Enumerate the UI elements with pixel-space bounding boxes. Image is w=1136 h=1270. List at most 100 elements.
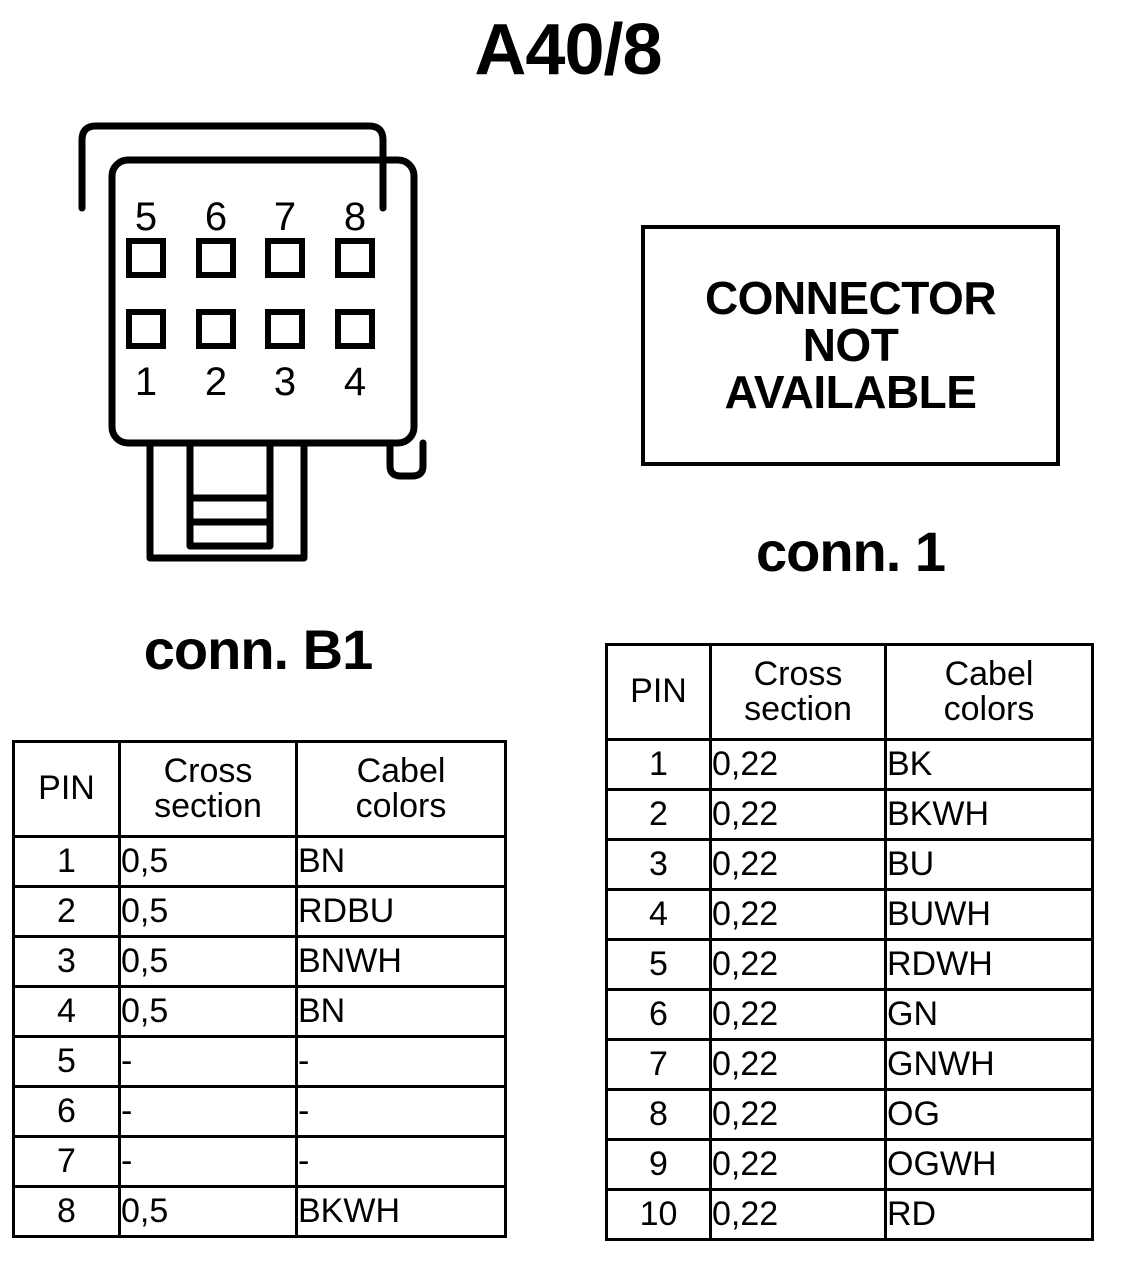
table-header-row: PIN Cross section Cabel colors <box>605 643 1094 741</box>
pin-number-6: 6 <box>205 195 227 239</box>
header-cross-section: Cross section <box>118 740 298 838</box>
cell-cabel-color: BKWH <box>884 788 1094 841</box>
cell-pin: 3 <box>605 838 712 891</box>
cell-cabel-color: BUWH <box>884 888 1094 941</box>
pin-number-5: 5 <box>135 195 157 239</box>
cell-cabel-color: OGWH <box>884 1138 1094 1191</box>
connector-not-available-box: CONNECTOR NOT AVAILABLE <box>641 225 1060 466</box>
conn-b1-label: conn. B1 <box>143 618 373 681</box>
cell-cabel-color: BNWH <box>295 935 507 988</box>
cell-cross-section: 0,5 <box>118 885 298 938</box>
cell-cabel-color: - <box>295 1085 507 1138</box>
cell-cabel-color: GNWH <box>884 1038 1094 1091</box>
cell-pin: 4 <box>605 888 712 941</box>
cell-pin: 3 <box>12 935 121 988</box>
header-cabel-colors: Cabel colors <box>295 740 507 838</box>
pin-number-7: 7 <box>274 195 296 239</box>
na-line-2: NOT <box>802 319 899 372</box>
cell-pin: 7 <box>605 1038 712 1091</box>
cell-cabel-color: BKWH <box>295 1185 507 1238</box>
header-cross-line2: section <box>154 787 262 825</box>
header-cabel-colors: Cabel colors <box>884 643 1094 741</box>
cell-cabel-color: BN <box>295 835 507 888</box>
cell-cross-section: 0,22 <box>709 1188 887 1241</box>
na-line-3: AVAILABLE <box>724 365 977 418</box>
pin-square-7 <box>265 238 305 278</box>
pin-number-3: 3 <box>274 360 296 404</box>
pin-number-8: 8 <box>344 195 366 239</box>
connector-body <box>108 156 418 447</box>
conn-1-label: conn. 1 <box>755 520 946 583</box>
cell-pin: 5 <box>605 938 712 991</box>
header-cross-line1: Cross <box>753 654 843 693</box>
cell-cabel-color: BN <box>295 985 507 1038</box>
pin-square-8 <box>335 238 375 278</box>
pin-square-6 <box>196 238 236 278</box>
cell-pin: 8 <box>12 1185 121 1238</box>
cell-cross-section: 0,22 <box>709 738 887 791</box>
cell-pin: 1 <box>605 738 712 791</box>
cell-cross-section: 0,22 <box>709 838 887 891</box>
table-row: 6-- <box>12 1085 507 1138</box>
cell-cabel-color: BK <box>884 738 1094 791</box>
header-cabel-line2: colors <box>355 787 447 825</box>
cell-pin: 8 <box>605 1088 712 1141</box>
pin-square-3 <box>265 309 305 349</box>
cell-cross-section: 0,22 <box>709 788 887 841</box>
cell-cross-section: 0,5 <box>118 835 298 888</box>
cell-pin: 5 <box>12 1035 121 1088</box>
cell-cross-section: - <box>118 1085 298 1138</box>
connector-svg: 5 6 7 8 1 2 3 4 <box>78 122 427 562</box>
table-row: 7-- <box>12 1135 507 1188</box>
header-cross-section: Cross section <box>709 643 887 741</box>
table-header-row: PIN Cross section Cabel colors <box>12 740 507 838</box>
cell-cabel-color: RDBU <box>295 885 507 938</box>
table-row: 5-- <box>12 1035 507 1088</box>
cell-pin: 10 <box>605 1188 712 1241</box>
cell-cross-section: - <box>118 1035 298 1088</box>
cell-cross-section: - <box>118 1135 298 1188</box>
connector-rear-shell <box>78 122 387 212</box>
pin-square-4 <box>335 309 375 349</box>
cell-cross-section: 0,5 <box>118 985 298 1038</box>
connector-drawing: 5 6 7 8 1 2 3 4 <box>60 118 460 598</box>
cell-cabel-color: - <box>295 1135 507 1188</box>
cell-cabel-color: GN <box>884 988 1094 1041</box>
cell-cabel-color: RDWH <box>884 938 1094 991</box>
cell-pin: 2 <box>12 885 121 938</box>
cell-cross-section: 0,22 <box>709 988 887 1041</box>
cell-cross-section: 0,22 <box>709 1088 887 1141</box>
pin-square-2 <box>196 309 236 349</box>
cell-cabel-color: - <box>295 1035 507 1088</box>
cell-pin: 1 <box>12 835 121 888</box>
cell-pin: 4 <box>12 985 121 1038</box>
pin-number-4: 4 <box>344 360 366 404</box>
header-pin: PIN <box>12 740 121 838</box>
cell-cross-section: 0,22 <box>709 938 887 991</box>
cell-cross-section: 0,5 <box>118 935 298 988</box>
cell-pin: 6 <box>12 1085 121 1138</box>
header-cabel-line1: Cabel <box>944 654 1034 693</box>
cell-cabel-color: BU <box>884 838 1094 891</box>
page-title: A40/8 <box>474 10 662 90</box>
header-pin: PIN <box>605 643 712 741</box>
cell-cross-section: 0,22 <box>709 1138 887 1191</box>
pin-number-2: 2 <box>205 360 227 404</box>
